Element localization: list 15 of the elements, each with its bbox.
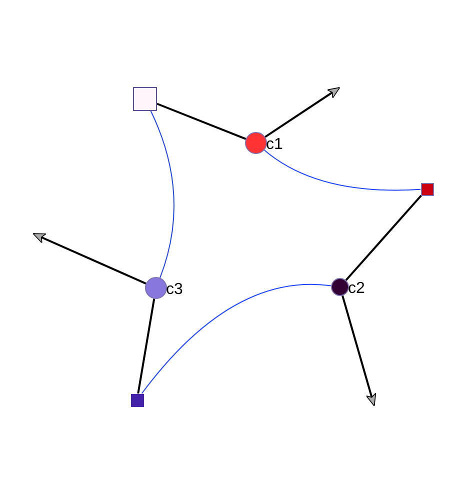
arrow xyxy=(32,233,146,284)
arrow xyxy=(264,87,340,138)
node-caption: c1 xyxy=(266,137,283,153)
square-node xyxy=(133,87,157,111)
node-caption: c3 xyxy=(166,282,183,298)
connector-line xyxy=(137,298,156,394)
connector-line xyxy=(345,194,422,281)
square-node xyxy=(130,394,144,406)
arrow xyxy=(342,295,376,406)
connector-line xyxy=(141,284,332,394)
node-caption: c2 xyxy=(348,281,365,297)
connector-line xyxy=(150,110,174,278)
connector-line xyxy=(156,102,246,140)
connector-line xyxy=(264,150,421,191)
square-node xyxy=(420,182,434,196)
